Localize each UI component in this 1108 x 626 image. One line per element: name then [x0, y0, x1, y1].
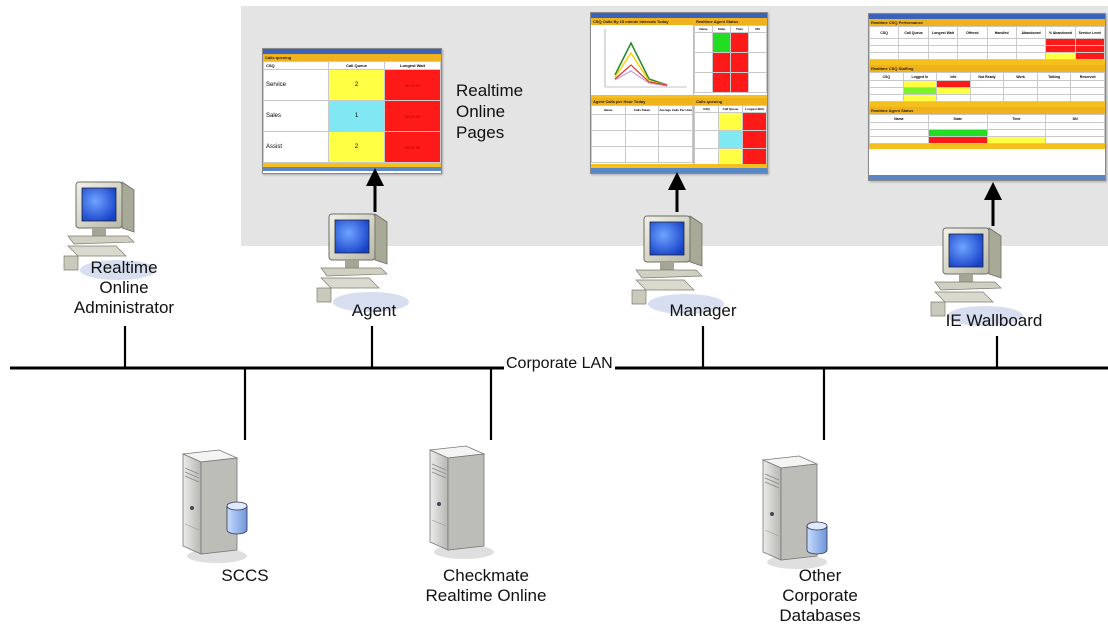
wallboard-staff-title: Realtime CSQ Staffing [869, 65, 1105, 72]
agent-row-csq: Sales [263, 100, 329, 132]
realtime-online-pages-label: Realtime Online Pages [456, 81, 524, 142]
manager-chart-panel: CSQ Calls By 15 minute intervals Today [591, 18, 694, 95]
manager-realtime-screen: CSQ Calls By 15 minute intervals Today R… [590, 12, 768, 174]
manager-agent-status-title: Realtime Agent Status [694, 18, 767, 25]
agent-calls-queuing-table: CSQ Call Queue Longest Wait Service 2 00… [263, 61, 441, 163]
manager-agent-status-panel: Realtime Agent Status Name State Time DN [694, 18, 767, 95]
manager-footer [591, 168, 767, 173]
agent-row-queue: 2 [328, 131, 385, 163]
table-row [869, 52, 1105, 60]
agent-computer-icon [316, 213, 410, 313]
table-row [869, 45, 1105, 53]
agent-row-wait: 00:00:00 [384, 69, 441, 101]
agent-screen-statusbar [263, 163, 441, 167]
agent-row-wait: 00:00:00 [384, 131, 441, 163]
sccs-database-icon [226, 501, 248, 535]
agent-row-csq: Assist [263, 131, 329, 163]
wallboard-statusbar [869, 144, 1105, 149]
agent-screen-footer [263, 167, 441, 171]
checkmate-label: Checkmate Realtime Online [425, 566, 547, 605]
wallboard-footer [869, 175, 1105, 180]
wallboard-divider-bar [869, 102, 1105, 107]
agent-screen-titlebar [263, 49, 441, 54]
wallboard-divider-bar [869, 60, 1105, 65]
sccs-server-icon [182, 449, 248, 564]
manager-calls-queuing-table: CSQ Call Queue Longest Wait [694, 105, 767, 167]
other-db-server-icon [762, 455, 828, 570]
administrator-label: Realtime Online Administrator [73, 258, 175, 317]
manager-statusbar [591, 164, 767, 168]
agent-row-queue: 2 [328, 69, 385, 101]
manager-calls-per-hour-title: Agent Calls per Hour Today [591, 98, 693, 105]
table-row: Sales 1 00:00:00 [263, 100, 441, 132]
manager-calls-queuing-panel: Calls queuing CSQ Call Queue Longest Wai… [694, 98, 767, 167]
manager-line-chart [604, 29, 687, 88]
agent-row-wait: 00:00:00 [384, 100, 441, 132]
table-row [694, 72, 767, 93]
table-row [869, 136, 1105, 144]
agent-realtime-screen: Calls queuing CSQ Call Queue Longest Wai… [262, 48, 442, 174]
table-row [591, 114, 693, 131]
col-csq: CSQ [869, 26, 900, 39]
wallboard-perf-title: Realtime CSQ Performance [869, 19, 1105, 26]
sccs-label: SCCS [221, 566, 269, 585]
table-row [869, 94, 1105, 102]
wallboard-staff-table: CSQ Logged In Idle Not Ready Work Talkin… [869, 72, 1105, 102]
manager-arrow [668, 172, 686, 212]
other-database-icon [806, 521, 828, 555]
checkmate-server-icon [429, 445, 495, 560]
table-row [591, 146, 693, 163]
table-row: Service 2 00:00:00 [263, 69, 441, 101]
corporate-lan-label: Corporate LAN [504, 355, 615, 373]
manager-computer-icon [631, 215, 725, 315]
agent-screen-header: Calls queuing [263, 54, 441, 61]
wallboard-arrow [984, 182, 1002, 226]
manager-screen-titlebar [591, 13, 767, 18]
agent-label: Agent [351, 301, 397, 320]
manager-divider-bar [591, 95, 767, 98]
wallboard-agent-title: Realtime Agent Status [869, 107, 1105, 114]
manager-calls-per-hour-panel: Agent Calls per Hour Today Name Calls Ta… [591, 98, 694, 164]
manager-chart-title: CSQ Calls By 15 minute intervals Today [591, 18, 693, 25]
wallboard-agent-table: Name State Time DN [869, 114, 1105, 144]
manager-label: Manager [669, 301, 737, 320]
manager-calls-queuing-title: Calls queuing [694, 98, 767, 105]
manager-calls-per-hour-table: Name Calls Taken Average Calls Per Hour [591, 105, 693, 163]
table-row [591, 130, 693, 147]
table-row [694, 130, 767, 149]
table-row: Assist 2 00:00:00 [263, 131, 441, 163]
agent-arrow [366, 168, 384, 212]
agent-row-queue: 1 [328, 100, 385, 132]
manager-agent-status-table: Name State Time DN [694, 25, 767, 93]
wallboard-screen-titlebar [869, 14, 1105, 19]
wallboard-label: IE Wallboard [945, 311, 1043, 330]
wallboard-realtime-screen: Realtime CSQ Performance CSQ Call Queue … [868, 13, 1106, 181]
wallboard-perf-table: CSQ Call Queue Longest Wait Offered Hand… [869, 26, 1105, 60]
other-databases-label: Other Corporate Databases [779, 566, 861, 625]
col-call-queue: Call Queue [898, 26, 929, 39]
